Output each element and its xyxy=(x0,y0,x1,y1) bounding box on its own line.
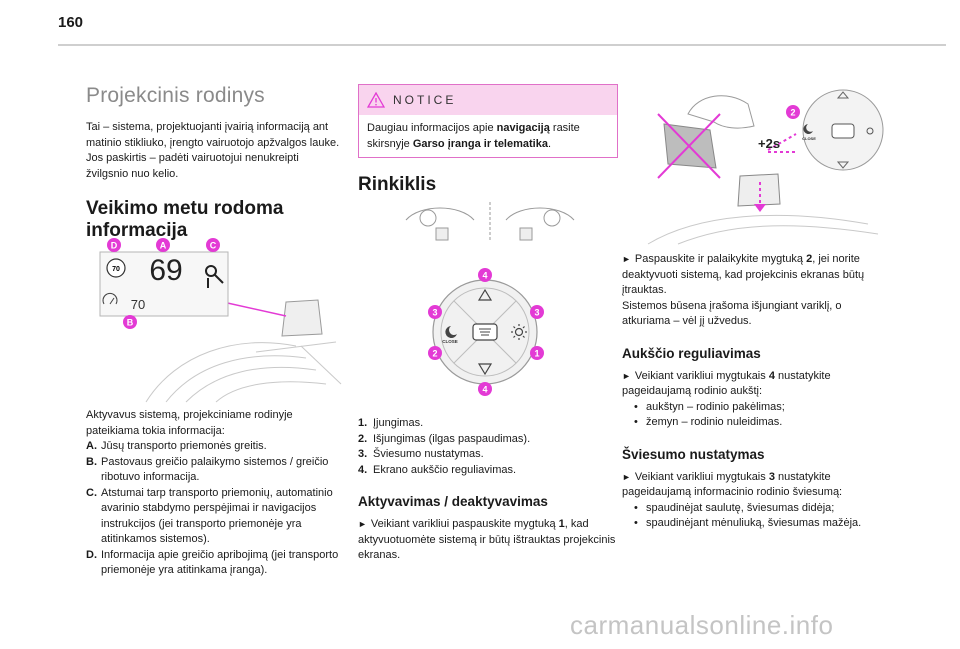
brightness-paragraph: ►Veikiant varikliui mygtukais 3 nustatyk… xyxy=(622,470,843,499)
svg-text:D: D xyxy=(111,241,118,251)
control-pad: CLOSE 4 3 3 2 1 4 xyxy=(428,268,544,396)
list-item: •spaudinėjat saulutę, šviesumas didėja; xyxy=(634,501,835,514)
deactivation-illustration: +2s CLOSE 2 xyxy=(647,89,884,245)
svg-text:CLOSE: CLOSE xyxy=(442,339,458,344)
list-item: 1.Įjungimas. xyxy=(358,417,424,429)
page-title: Projekcinis rodinys xyxy=(86,84,265,107)
active-intro: Aktyvavus sistemą, projekciniame rodinyj… xyxy=(86,409,293,437)
hand-outline xyxy=(687,95,755,129)
list-item: B.Pastovaus greičio palaikymo sistemos /… xyxy=(86,455,329,484)
subsection-activation: Aktyvavimas / deaktyvavimas xyxy=(358,494,548,509)
nav-arrow-icon xyxy=(205,265,224,288)
svg-text:4: 4 xyxy=(482,271,487,281)
bullet-arrow-icon: ► xyxy=(622,370,631,381)
selector-list: 1.Įjungimas. 2.Išjungimas (ilgas paspaud… xyxy=(358,416,616,564)
list-item: 2.Išjungimas (ilgas paspaudimas). xyxy=(358,432,531,445)
right-hud-box xyxy=(519,227,533,241)
speed-limit-sign xyxy=(106,258,126,278)
bullet-arrow-icon: ► xyxy=(622,254,631,264)
warning-icon xyxy=(367,92,385,108)
subsection-height: Aukščio reguliavimas xyxy=(622,345,761,361)
dashboard-outline xyxy=(145,341,342,403)
list-item: •aukštyn – rodinio pakėlimas; xyxy=(634,400,785,413)
sun-icon[interactable] xyxy=(511,324,527,340)
section-title-info: Veikimo metu rodoma informacija xyxy=(86,198,284,241)
callout-2: 2 xyxy=(786,105,800,119)
sun-icon[interactable] xyxy=(866,127,874,135)
retract-arrow-icon xyxy=(754,204,766,212)
speed-limit-value: 70 xyxy=(112,266,120,273)
activation-paragraph: ►Veikiant varikliui paspauskite mygtuką … xyxy=(358,518,616,561)
press-duration-label: +2s xyxy=(758,136,780,151)
bullet-arrow-icon: ► xyxy=(358,519,367,529)
hud-toggle-button[interactable] xyxy=(831,123,855,139)
callout-4-bottom: 4 xyxy=(478,382,492,396)
callout-a: A xyxy=(156,238,170,252)
cruise-value: 70 xyxy=(131,297,145,312)
left-hud-box xyxy=(435,227,449,241)
list-item: C.Atstumai tarp transporto priemonių, au… xyxy=(86,486,333,546)
dashboard-outline xyxy=(647,214,879,245)
height-paragraph: ►Veikiant varikliui mygtukais 4 nustatyk… xyxy=(622,369,831,398)
list-item: 3.Šviesumo nustatymas. xyxy=(358,448,484,460)
callout-b: B xyxy=(123,315,137,329)
hud-illustration: 70 69 70 D A C B xyxy=(99,238,342,403)
down-arrow-icon[interactable] xyxy=(477,363,493,376)
hud-speed: 69 xyxy=(149,254,182,287)
svg-text:3: 3 xyxy=(432,308,437,318)
svg-text:4: 4 xyxy=(482,385,487,395)
up-arrow-icon[interactable] xyxy=(477,288,493,301)
hud-glass xyxy=(281,299,323,337)
callout-3-right: 3 xyxy=(530,305,544,319)
callout-2: 2 xyxy=(428,346,442,360)
svg-text:2: 2 xyxy=(432,349,437,359)
steering-illustration xyxy=(405,202,575,242)
section-title-selector: Rinkiklis xyxy=(358,174,437,195)
right-dash-outline xyxy=(505,207,575,221)
list-item: D.Informacija apie greičio apribojimą (j… xyxy=(86,548,339,577)
list-item: •spaudinėjant mėnuliuką, šviesumas mažėj… xyxy=(634,517,862,529)
callout-c: C xyxy=(206,238,220,252)
cruise-control-icon xyxy=(102,292,118,305)
callout-3-left: 3 xyxy=(428,305,442,319)
callout-1: 1 xyxy=(530,346,544,360)
notice-title: NOTICE xyxy=(393,93,457,107)
page-number: 160 xyxy=(58,14,84,31)
moon-icon[interactable]: CLOSE xyxy=(442,326,458,344)
header-divider xyxy=(58,44,946,46)
callout-d: D xyxy=(107,238,121,252)
intro-paragraph: Tai – sistema, projektuojanti įvairią in… xyxy=(86,121,340,180)
hud-button-icon xyxy=(479,328,491,336)
right-steering-icon xyxy=(543,209,561,227)
left-steering-icon xyxy=(419,209,437,227)
list-item: A.Jūsų transporto priemonės greitis. xyxy=(86,440,267,452)
notice-text: Daugiau informacijos apie navigaciją ras… xyxy=(367,122,580,150)
svg-text:A: A xyxy=(160,241,167,251)
column-hud-intro: Projekcinis rodinys Tai – sistema, proje… xyxy=(86,84,344,242)
subsection-brightness: Šviesumo nustatymas xyxy=(622,446,765,462)
hud-info-list: Aktyvavus sistemą, projekciniame rodinyj… xyxy=(86,408,344,579)
notice-header: NOTICE xyxy=(359,85,617,115)
svg-text:2: 2 xyxy=(790,108,795,118)
deactivation-note: Sistemos būsena įrašoma išjungiant varik… xyxy=(622,299,842,328)
notice-box: NOTICE Daugiau informacijos apie navigac… xyxy=(358,84,618,158)
deactivation-paragraph: ►Paspauskite ir palaikykite mygtuką 2, j… xyxy=(622,253,865,296)
svg-text:1: 1 xyxy=(534,349,539,359)
moon-icon[interactable]: CLOSE xyxy=(802,124,816,141)
watermark: carmanualsonline.info xyxy=(570,610,834,640)
svg-text:3: 3 xyxy=(534,308,539,318)
list-item: 4.Ekrano aukščio reguliavimas. xyxy=(358,463,517,476)
callout-4-top: 4 xyxy=(478,268,492,282)
instructions-column: ►Paspauskite ir palaikykite mygtuką 2, j… xyxy=(622,252,892,532)
bullet-arrow-icon: ► xyxy=(622,471,631,482)
svg-text:C: C xyxy=(210,241,217,251)
list-item: •žemyn – rodinio nuleidimas. xyxy=(634,416,783,428)
svg-text:CLOSE: CLOSE xyxy=(802,136,816,141)
svg-text:B: B xyxy=(127,318,134,328)
left-dash-outline xyxy=(405,207,475,221)
